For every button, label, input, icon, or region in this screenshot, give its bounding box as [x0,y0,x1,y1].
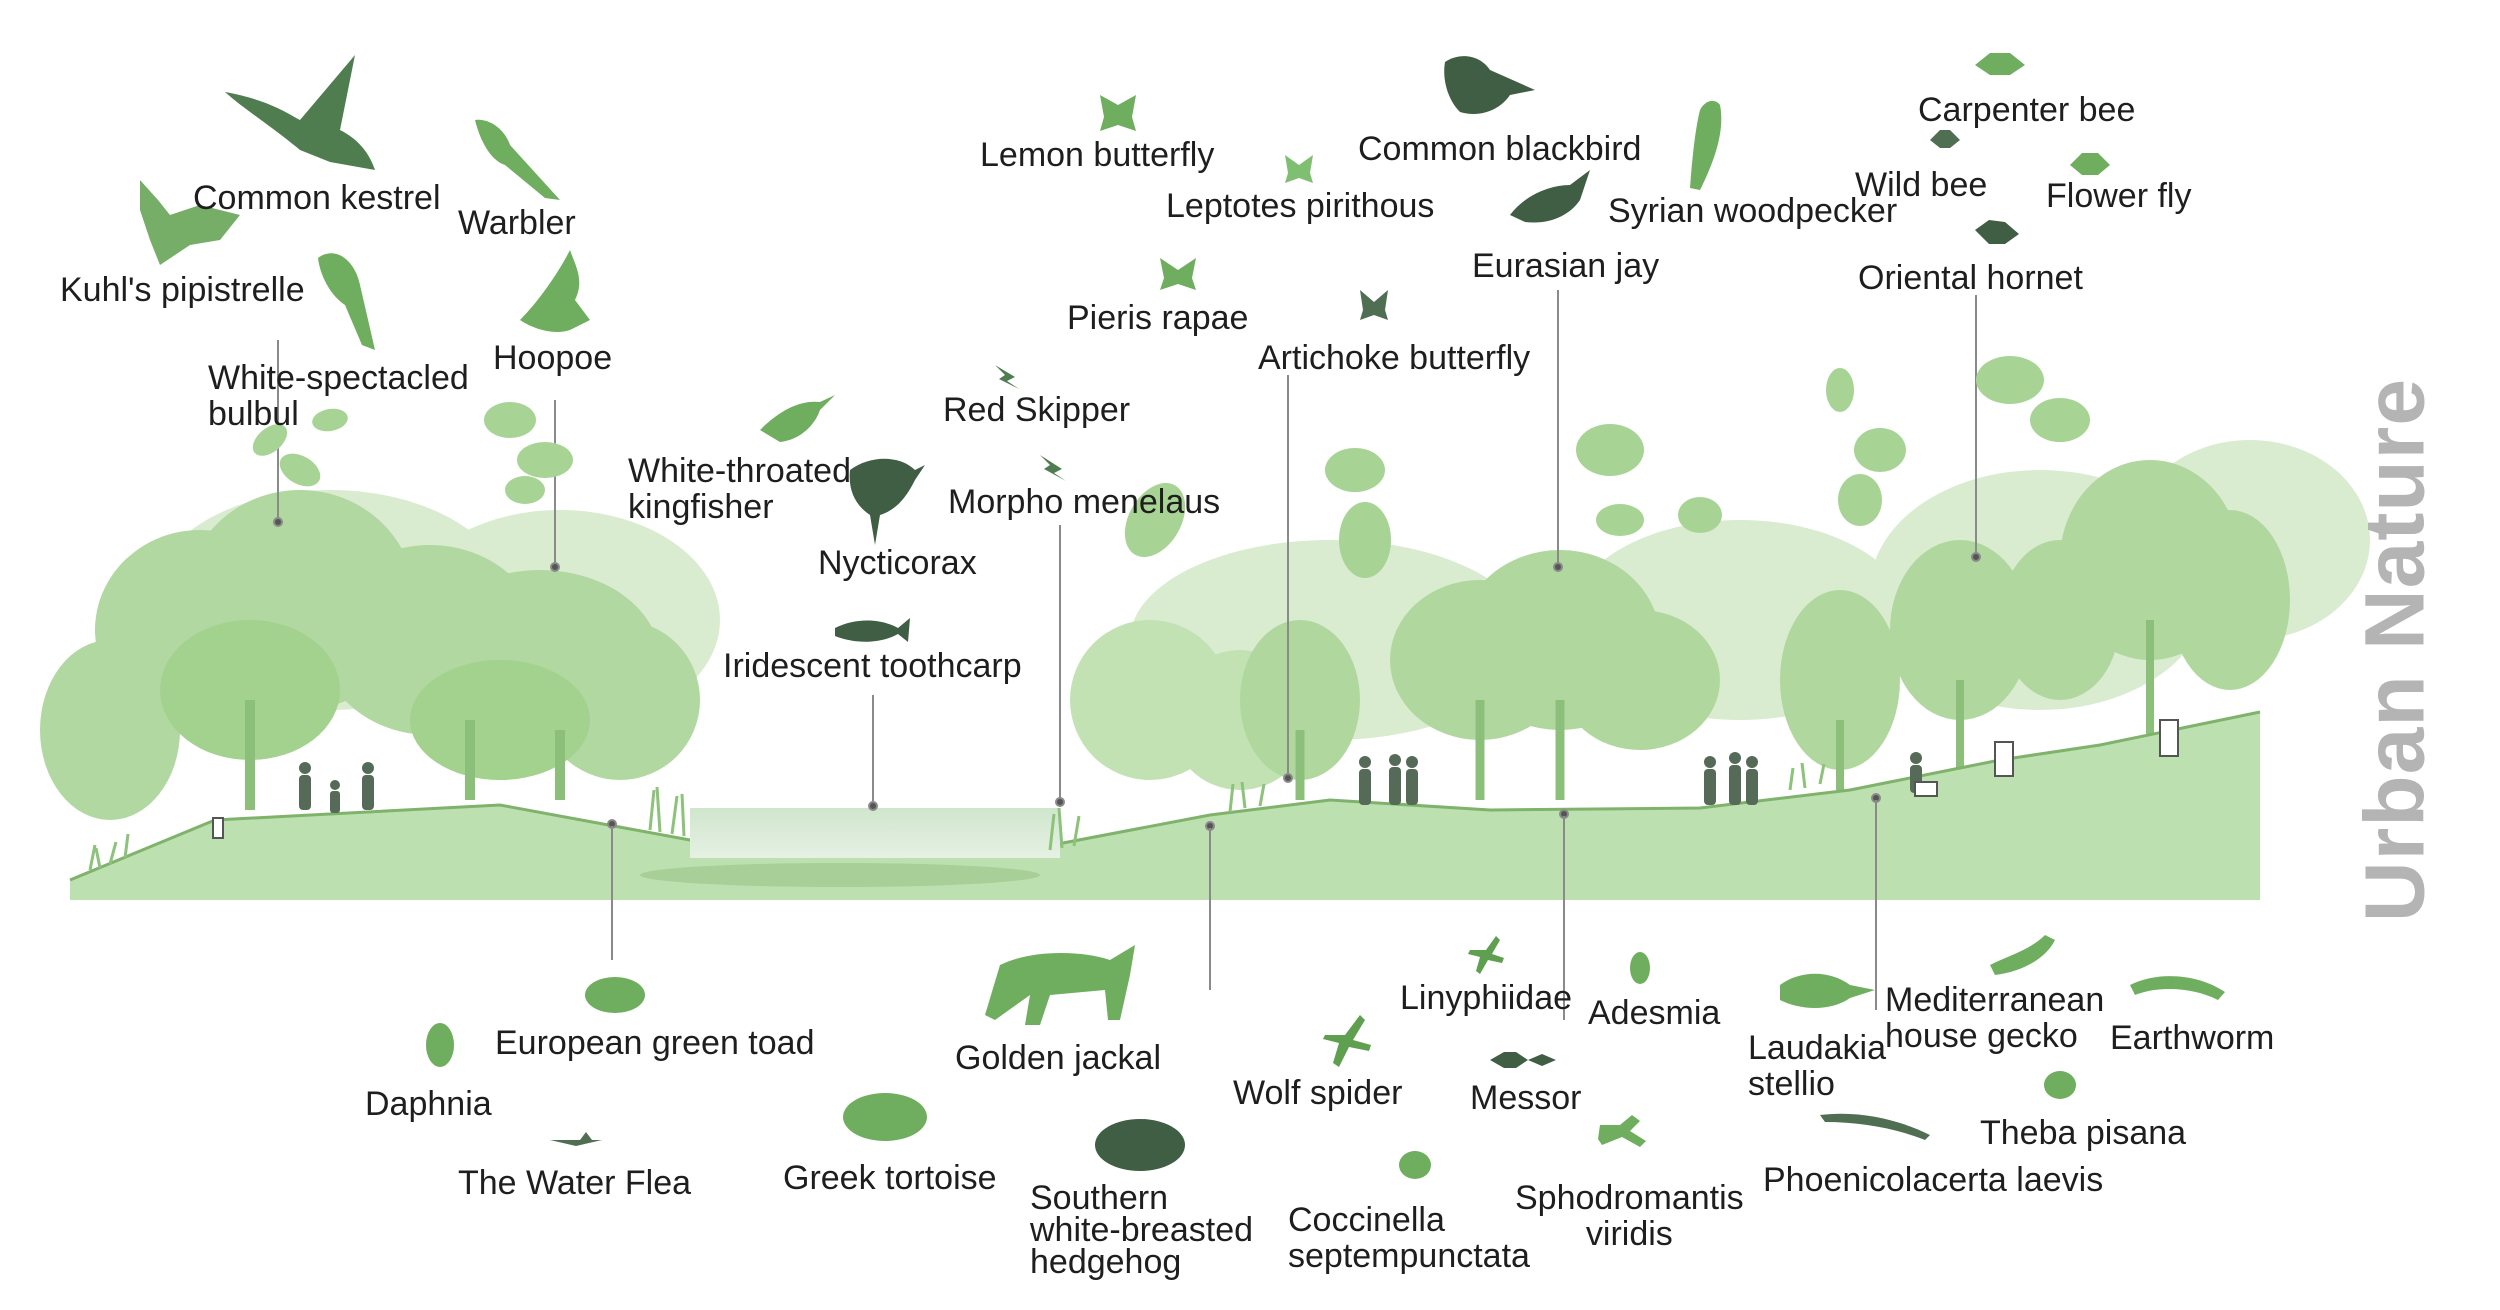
label-the-water-flea: The Water Flea [458,1164,692,1202]
blackbird-icon [1444,56,1535,115]
hoopoe-icon [520,250,590,332]
ground-section [70,712,2260,900]
label-coccinella: Coccinella septempunctata [1288,1201,1530,1275]
label-mediterranean-house-gecko: Mediterranean house gecko [1885,981,2105,1055]
lemon-butterfly-icon [1100,95,1136,131]
label-linyphiidae: Linyphiidae [1400,979,1573,1017]
label-southern-hedgehog: Southern white-breasted hedgehog [1030,1179,1254,1281]
nycticorax-icon [849,458,925,545]
grass-tufts [88,762,1826,871]
label-nycticorax: Nycticorax [818,544,977,582]
label-adesmia: Adesmia [1588,994,1721,1032]
phoenicolacerta-icon [1820,1113,1930,1140]
toad-icon [585,977,645,1013]
woodpecker-icon [1690,100,1722,190]
leader-lines-above [273,290,1981,811]
title-container: Urban Nature [2335,350,2455,950]
jay-icon [1510,170,1590,223]
label-sphodromantis: Sphodromantis viridis [1515,1179,1744,1253]
water-flea-icon [550,1132,602,1146]
adesmia-icon [1630,952,1650,984]
label-daphnia: Daphnia [365,1085,492,1123]
pond-water [690,808,1060,858]
leptotes-icon [1285,155,1313,183]
coccinella-icon [1399,1151,1431,1179]
label-laudakia-stellio: Laudakia stellio [1748,1029,1887,1103]
plant-leaves [252,356,2090,578]
label-wild-bee: Wild bee [1855,166,1988,204]
ground-line [69,710,2261,882]
label-eurasian-jay: Eurasian jay [1472,247,1660,285]
red-skipper-icon [995,365,1019,389]
pieris-icon [1160,258,1196,290]
daphnia-icon [426,1023,454,1067]
morpho-icon [1040,455,1066,481]
laudakia-icon [1780,973,1875,1008]
jackal-icon [985,945,1135,1025]
label-common-kestrel: Common kestrel [193,179,441,217]
linyphiidae-icon [1468,936,1504,974]
label-artichoke-butterfly: Artichoke butterfly [1258,339,1531,377]
hedgehog-icon [1095,1119,1185,1171]
label-white-spectacled-bulbul: White-spectacled bulbul [208,359,469,433]
toothcarp-icon [835,618,910,642]
label-leptotes-pirithous: Leptotes pirithous [1166,187,1435,225]
earthworm-icon [2130,976,2225,1000]
bat-icon [140,180,240,265]
trees [40,460,2290,820]
tortoise-icon [843,1093,927,1141]
label-kuhls-pipistrelle: Kuhl's pipistrelle [60,271,305,309]
carpenter-bee-icon [1975,53,2025,75]
animal-silhouettes-above [140,53,2110,642]
kingfisher-icon [760,395,835,442]
label-syrian-woodpecker: Syrian woodpecker [1608,192,1898,230]
mantis-icon [1598,1115,1646,1147]
warbler-icon [475,119,560,200]
hornet-icon [1975,220,2019,244]
label-carpenter-bee: Carpenter bee [1918,91,2136,129]
bulbul-icon [318,253,375,350]
label-phoenicolacerta-laevis: Phoenicolacerta laevis [1763,1161,2104,1199]
gecko-icon [1990,935,2055,975]
label-lemon-butterfly: Lemon butterfly [980,136,1215,174]
kestrel-icon [225,55,375,170]
label-golden-jackal: Golden jackal [955,1039,1162,1077]
label-morpho-menelaus: Morpho menelaus [948,483,1221,521]
people [299,752,1922,813]
label-oriental-hornet: Oriental hornet [1858,259,2083,297]
label-european-green-toad: European green toad [495,1024,815,1062]
wolf-spider-icon [1323,1015,1371,1067]
artichoke-butterfly-icon [1360,290,1388,320]
label-white-throated-kingfisher: White-throated kingfisher [628,452,851,526]
wild-bee-icon [1930,130,1960,148]
label-theba-pisana: Theba pisana [1980,1114,2187,1152]
diagram-title: Urban Nature [2347,377,2442,923]
label-flower-fly: Flower fly [2046,177,2192,215]
label-pieris-rapae: Pieris rapae [1067,299,1249,337]
label-common-blackbird: Common blackbird [1358,130,1642,168]
label-red-skipper: Red Skipper [943,391,1131,429]
label-wolf-spider: Wolf spider [1233,1074,1403,1112]
messor-icon [1490,1052,1556,1068]
label-greek-tortoise: Greek tortoise [783,1159,997,1197]
label-hoopoe: Hoopoe [493,339,613,377]
leader-lines-below [607,793,1881,1020]
label-earthworm: Earthworm [2110,1019,2275,1057]
label-warbler: Warbler [458,204,576,242]
boxes [212,719,2179,839]
label-iridescent-toothcarp: Iridescent toothcarp [723,647,1022,685]
flower-fly-icon [2070,153,2110,175]
snail-icon [2044,1071,2076,1099]
pond-bed [640,863,1040,887]
label-messor: Messor [1470,1079,1582,1117]
animal-silhouettes-below [426,935,2225,1179]
